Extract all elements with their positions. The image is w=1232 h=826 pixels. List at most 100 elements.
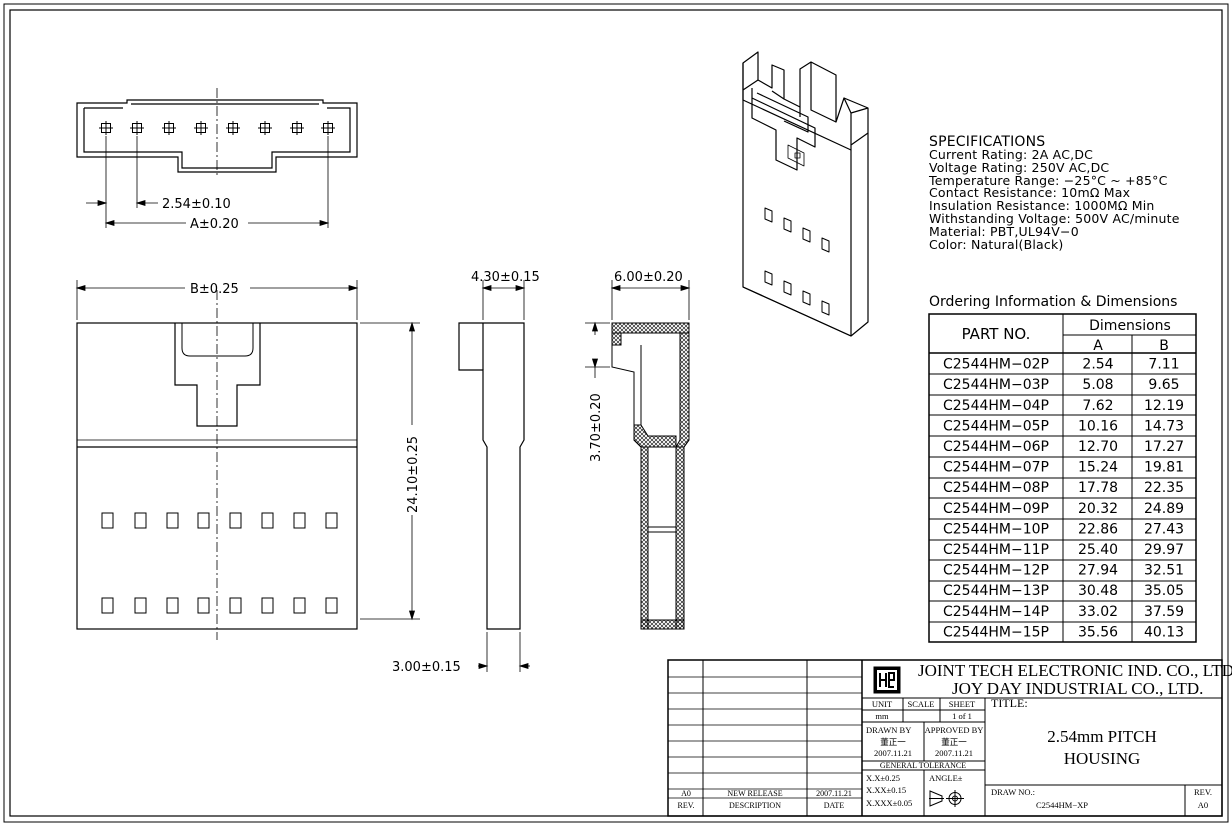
ordering-dim-b: 35.05	[1144, 583, 1184, 599]
draw-no-label: DRAW NO.:	[991, 787, 1035, 797]
dim-height: 24.10±0.25	[406, 436, 421, 513]
drawn-by-name: 董正一	[880, 737, 906, 747]
dim-depth: 3.70±0.20	[589, 393, 604, 462]
ordering-dim-b: 7.11	[1148, 357, 1179, 373]
ordering-dim-b: 17.27	[1144, 439, 1184, 455]
approved-by-label: APPROVED BY	[925, 725, 984, 735]
rev-value: A0	[1198, 800, 1208, 810]
approved-by-name: 董正一	[941, 737, 967, 747]
ordering-dim-a: 2.54	[1082, 357, 1113, 373]
title-label: TITLE:	[991, 696, 1028, 710]
ordering-dim-a: 10.16	[1078, 418, 1118, 434]
drawn-by-date: 2007.11.21	[874, 748, 912, 758]
top-view	[76, 88, 358, 228]
ordering-dim-b: 9.65	[1148, 377, 1179, 393]
inner-border	[9, 9, 1223, 817]
tolerance-1: X.X±0.25	[866, 773, 900, 783]
spec-line: Insulation Resistance: 1000MΩ Min	[929, 198, 1155, 214]
ordering-part-no: C2544HM−07P	[943, 460, 1049, 476]
dim-pitch: 2.54±0.10	[162, 197, 231, 212]
rev-column: REV.	[678, 801, 695, 810]
ordering-header-a: A	[1093, 338, 1103, 354]
ordering-dim-a: 15.24	[1078, 460, 1118, 476]
drawing-title-2: HOUSING	[1064, 749, 1141, 768]
ordering-title: Ordering Information & Dimensions	[929, 294, 1177, 310]
ordering-part-no: C2544HM−10P	[943, 521, 1049, 537]
desc-column: DESCRIPTION	[729, 801, 781, 810]
outer-border	[3, 3, 1229, 823]
specifications: SPECIFICATIONS Current Rating: 2A AC,DC …	[929, 134, 1180, 252]
ordering-part-no: C2544HM−06P	[943, 439, 1049, 455]
ordering-part-no: C2544HM−05P	[943, 418, 1049, 434]
sheet-label: SHEET	[949, 699, 976, 709]
ordering-dim-a: 7.62	[1082, 398, 1113, 414]
dim-tail: 3.00±0.15	[392, 660, 461, 675]
company-logo	[873, 666, 901, 694]
dim-a: A±0.20	[190, 217, 239, 232]
tolerance-3: X.XXX±0.05	[866, 798, 912, 808]
ordering-dim-b: 24.89	[1144, 501, 1184, 517]
ordering-part-no: C2544HM−03P	[943, 377, 1049, 393]
front-windows-lower	[101, 597, 338, 614]
spec-heading: SPECIFICATIONS	[929, 134, 1046, 150]
ordering-dim-a: 25.40	[1078, 542, 1118, 558]
ordering-part-no: C2544HM−14P	[943, 604, 1049, 620]
ordering-dim-b: 19.81	[1144, 460, 1184, 476]
spec-line: Material: PBT,UL94V−0	[929, 223, 1079, 239]
ordering-dim-a: 30.48	[1078, 583, 1118, 599]
ordering-part-no: C2544HM−12P	[943, 563, 1049, 579]
date-column: DATE	[824, 801, 845, 810]
dim-b: B±0.25	[190, 282, 239, 297]
dim-width-section: 6.00±0.20	[614, 270, 683, 285]
ordering-dim-a: 5.08	[1082, 377, 1113, 393]
ordering-dim-b: 40.13	[1144, 624, 1184, 640]
approved-by-date: 2007.11.21	[935, 748, 973, 758]
sheet-value: 1 of 1	[952, 711, 972, 721]
ordering-dim-a: 17.78	[1078, 480, 1118, 496]
ordering-dim-b: 37.59	[1144, 604, 1184, 620]
spec-line: Voltage Rating: 250V AC,DC	[929, 159, 1110, 175]
ordering-header-dims: Dimensions	[1089, 318, 1171, 334]
pin-cavities	[99, 121, 335, 135]
section-view	[585, 280, 691, 630]
rev-label: REV.	[1194, 787, 1212, 797]
ordering-dim-b: 22.35	[1144, 480, 1184, 496]
unit-label: UNIT	[872, 699, 893, 709]
company-name-2: JOY DAY INDUSTRIAL CO., LTD.	[952, 679, 1203, 698]
ordering-part-no: C2544HM−13P	[943, 583, 1049, 599]
scale-label: SCALE	[908, 699, 935, 709]
ordering-header-part: PART NO.	[962, 325, 1031, 343]
ordering-dim-b: 29.97	[1144, 542, 1184, 558]
ordering-part-no: C2544HM−11P	[943, 542, 1049, 558]
ordering-dim-b: 14.73	[1144, 418, 1184, 434]
spec-line: Current Rating: 2A AC,DC	[929, 147, 1094, 162]
spec-line: Withstanding Voltage: 500V AC/minute	[929, 210, 1180, 226]
desc-entry: NEW RELEASE	[727, 789, 782, 798]
spec-line: Color: Natural(Black)	[929, 236, 1064, 252]
ordering-dim-a: 20.32	[1078, 501, 1118, 517]
drawn-by-label: DRAWN BY	[866, 725, 911, 735]
spec-line: Temperature Range: −25°C ~ +85°C	[929, 172, 1168, 188]
title-block	[667, 659, 1223, 817]
ordering-table	[928, 313, 1197, 643]
ordering-dim-a: 35.56	[1078, 624, 1118, 640]
draw-no: C2544HM−XP	[1036, 800, 1088, 810]
ordering-dim-b: 27.43	[1144, 521, 1184, 537]
projection-symbol	[929, 790, 964, 807]
ordering-dim-a: 22.86	[1078, 521, 1118, 537]
ordering-dim-a: 33.02	[1078, 604, 1118, 620]
ordering-dim-b: 12.19	[1144, 398, 1184, 414]
front-view	[75, 280, 420, 640]
isometric-view	[742, 51, 869, 337]
drawing-title-1: 2.54mm PITCH	[1047, 727, 1157, 746]
ordering-part-no: C2544HM−15P	[943, 624, 1049, 640]
spec-line: Contact Resistance: 10mΩ Max	[929, 185, 1131, 201]
ordering-part-no: C2544HM−02P	[943, 357, 1049, 373]
side-view	[458, 280, 530, 672]
ordering-header-b: B	[1159, 338, 1169, 354]
rev-entry: A0	[681, 789, 691, 798]
company-name-1: JOINT TECH ELECTRONIC IND. CO., LTD.	[918, 661, 1232, 680]
date-entry: 2007.11.21	[816, 789, 852, 798]
